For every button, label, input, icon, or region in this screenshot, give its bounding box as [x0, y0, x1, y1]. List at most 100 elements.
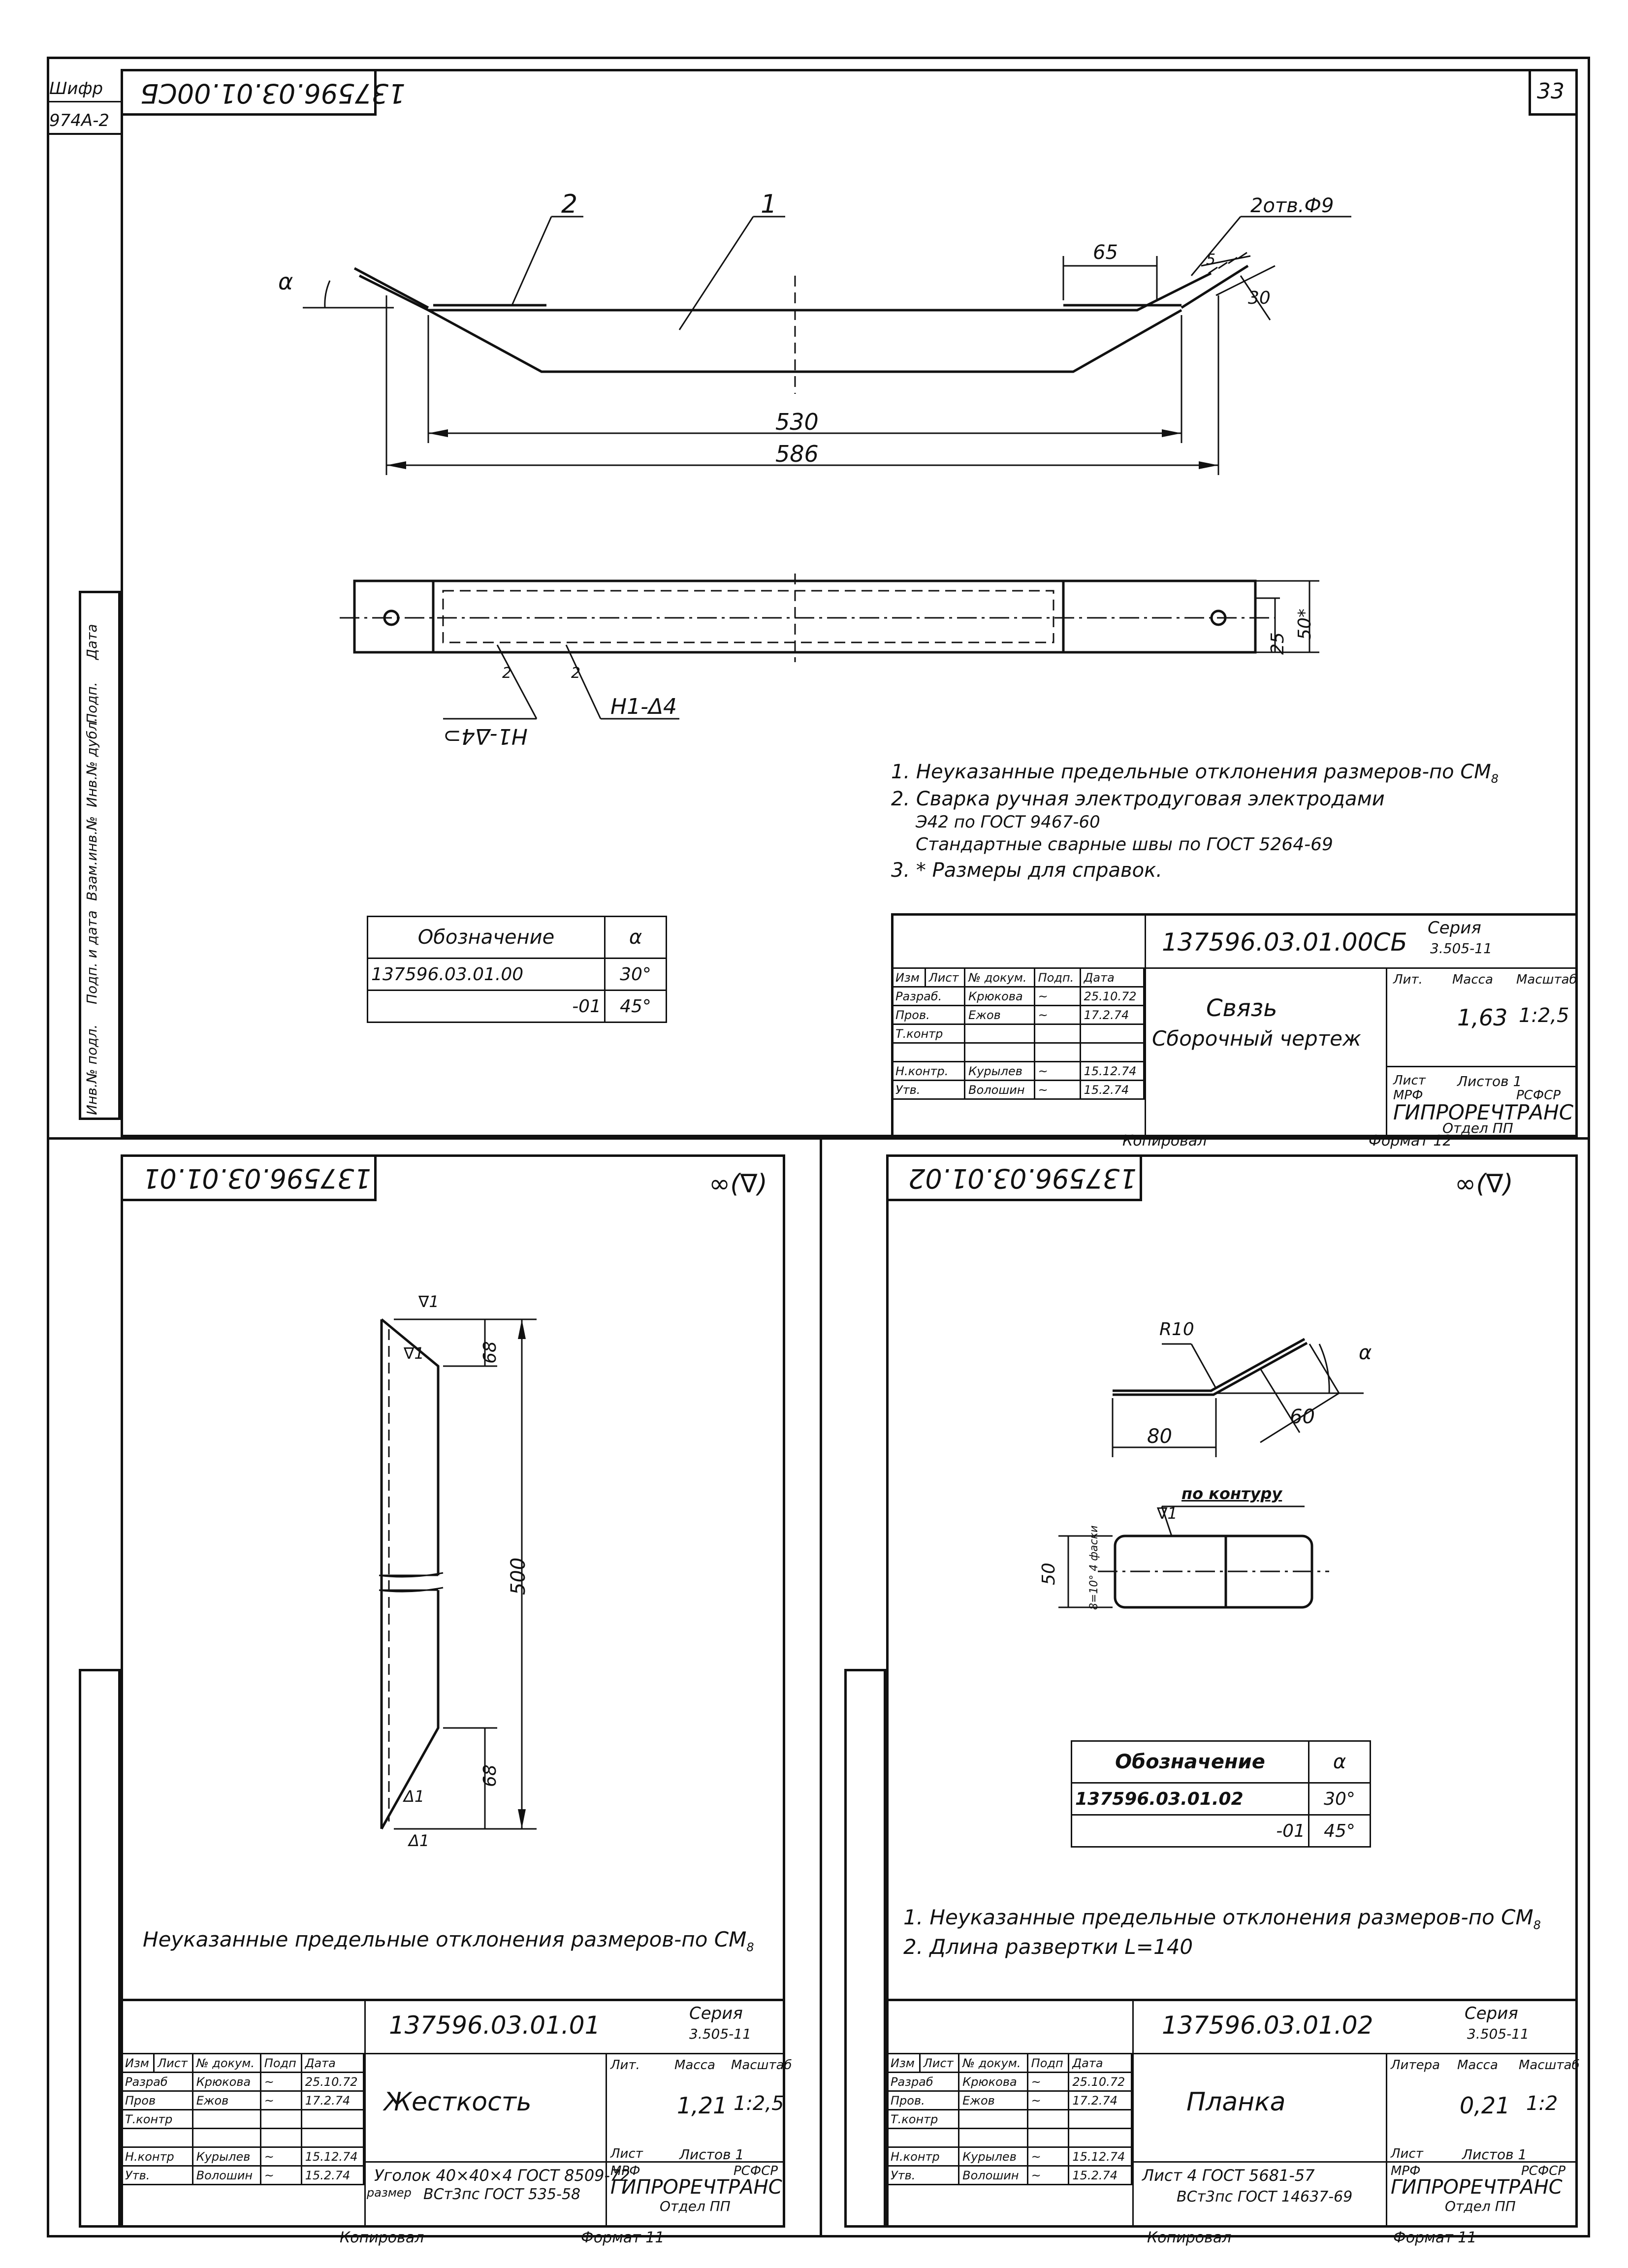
top-variants-table: Обозначение α 137596.03.01.00 30° -01 45… — [367, 916, 667, 1023]
tb-role: Разраб — [121, 2072, 193, 2092]
weld-small-2: 2 — [571, 665, 581, 682]
callout-leaders — [511, 216, 1351, 330]
left-tb-lit: Лит. — [610, 2058, 640, 2073]
left-tb-org1: МРФ — [610, 2164, 640, 2178]
variants-row1-code: 137596.03.01.00 — [367, 958, 606, 991]
top-tb-sheet: Лист — [1393, 1073, 1426, 1088]
right-variants-table: Обозначение α 137596.03.01.02 30° -01 45… — [1071, 1740, 1371, 1848]
tb-role — [121, 2128, 193, 2148]
left-tb-material-lbl: размер — [367, 2186, 412, 2200]
top-tb-lit: Лит. — [1393, 972, 1423, 987]
left-tb-scale: 1:2,5 — [734, 2092, 784, 2115]
tb-person — [192, 2128, 261, 2148]
variants-header-designation: Обозначение — [1071, 1740, 1309, 1784]
tb-person: Курылев — [964, 1061, 1035, 1081]
outer-frame — [47, 57, 1590, 2237]
right-tb-org4: Отдел ПП — [1445, 2198, 1516, 2214]
right-tb-scale: 1:2 — [1526, 2092, 1558, 2115]
top-tb-subtitle: Сборочный чертеж — [1152, 1026, 1361, 1051]
left-tb-scale-h: Масштаб — [731, 2058, 792, 2073]
tb-role: Т.контр — [891, 1023, 966, 1044]
tb-date — [1079, 1023, 1145, 1044]
right-dim-alpha: α — [1359, 1342, 1372, 1364]
rtb-vline-mid — [1386, 2053, 1387, 2228]
weld-label: Н1-Δ4 — [610, 694, 677, 719]
tb-sign: ~ — [259, 2165, 302, 2185]
tb-role — [886, 2128, 960, 2148]
dim-586-label: 586 — [775, 441, 819, 467]
right-side-stamp-column — [844, 1669, 886, 2228]
sheet-number-box — [1529, 69, 1578, 116]
tb-date: 15.12.74 — [300, 2146, 365, 2167]
rtb-line-material — [1132, 2161, 1578, 2163]
left-tb-sheets: Листов 1 — [679, 2146, 744, 2163]
tb-head-doc: № докум. — [964, 967, 1035, 988]
tb-person: Крюкова — [964, 986, 1035, 1006]
tb-head-list: Лист — [153, 2053, 193, 2073]
top-sheet-frame — [121, 69, 1578, 1137]
tb-person: Волошин — [958, 2165, 1028, 2185]
top-tb-mass-h: Масса — [1452, 972, 1493, 987]
right-tb-sheets: Листов 1 — [1462, 2146, 1527, 2163]
tb-person: Ежов — [958, 2090, 1028, 2110]
variants-row1-angle: 30° — [1308, 1782, 1371, 1816]
right-tb-lit: Литера — [1391, 2058, 1440, 2073]
tb-sign: ~ — [1033, 1061, 1081, 1081]
right-note-1: 1. Неуказанные предельные отклонения раз… — [903, 1905, 1541, 1932]
variants-row1-angle: 30° — [604, 958, 667, 991]
top-copied: Копировал — [1122, 1132, 1207, 1150]
variants-row2-code: -01 — [1071, 1814, 1309, 1848]
tb-person: Ежов — [964, 1005, 1035, 1025]
cipher-label: Шифр — [49, 79, 103, 98]
right-code-box — [886, 1154, 1142, 1201]
top-tb-series-label: Серия — [1428, 918, 1481, 938]
tb-sign: ~ — [259, 2090, 302, 2110]
right-tb-name: Планка — [1186, 2087, 1286, 2117]
right-tb-material-2: ВСт3пс ГОСТ 14637-69 — [1177, 2188, 1353, 2205]
rtb-vline-code — [1132, 1999, 1134, 2228]
left-tb-mass-h: Масса — [674, 2058, 715, 2073]
top-note-2: 2. Сварка ручная электродуговая электрод… — [891, 788, 1385, 810]
left-tb-mass: 1,21 — [677, 2092, 728, 2119]
tb-person: Курылев — [192, 2146, 261, 2167]
tb-sign: ~ — [1033, 986, 1081, 1006]
tb-date — [1068, 2109, 1132, 2129]
callout-2: 2 — [561, 190, 578, 219]
top-tb-people: Изм Лист № докум. Подп. Дата Разраб.Крюк… — [891, 967, 1145, 1100]
top-tb-series: 3.505-11 — [1430, 940, 1492, 957]
right-contour: по контуру — [1181, 1484, 1282, 1503]
tb-person: Волошин — [192, 2165, 261, 2185]
top-side-stamp-column — [79, 591, 121, 1120]
callout-1: 1 — [761, 190, 777, 219]
tb-person: Курылев — [958, 2146, 1028, 2167]
tb-role: Пров — [121, 2090, 193, 2110]
right-tb-series: 3.505-11 — [1467, 2026, 1529, 2042]
tb-person: Ежов — [192, 2090, 261, 2110]
plan-view — [340, 574, 1319, 720]
tb-role: Т.контр — [886, 2109, 960, 2129]
top-tb-org2: РСФСР — [1516, 1088, 1561, 1103]
tb-person — [964, 1042, 1035, 1062]
variants-row2-angle: 45° — [1308, 1814, 1371, 1848]
tb-head-list: Лист — [919, 2053, 960, 2073]
tb-date: 15.2.74 — [300, 2165, 365, 2185]
tb-line-1 — [891, 967, 1578, 969]
tb-sign — [259, 2128, 302, 2148]
right-format: Формат 11 — [1393, 2229, 1477, 2246]
left-tb-series-label: Серия — [689, 2004, 743, 2023]
tb-sign — [259, 2109, 302, 2129]
tb-sign: ~ — [1033, 1080, 1081, 1100]
variants-row1-code: 137596.03.01.02 — [1071, 1782, 1309, 1816]
dim-65 — [1062, 256, 1158, 300]
tb-person — [192, 2109, 261, 2129]
tb-date: 25.10.72 — [1068, 2072, 1132, 2092]
tb-head-doc: № докум. — [958, 2053, 1028, 2073]
tb-date: 17.2.74 — [1079, 1005, 1145, 1025]
tb-role: Утв. — [886, 2165, 960, 2185]
right-dim-50: 50 — [1039, 1563, 1059, 1585]
tb-role: Пров. — [886, 2090, 960, 2110]
left-tb-material-1: Уголок 40×40×4 ГОСТ 8509-72 — [374, 2166, 630, 2185]
tb-line-sheets — [1386, 1066, 1578, 1067]
tb-head-izm: Изм — [886, 2053, 921, 2073]
left-weld-mark-1: ∇1 — [418, 1292, 439, 1311]
